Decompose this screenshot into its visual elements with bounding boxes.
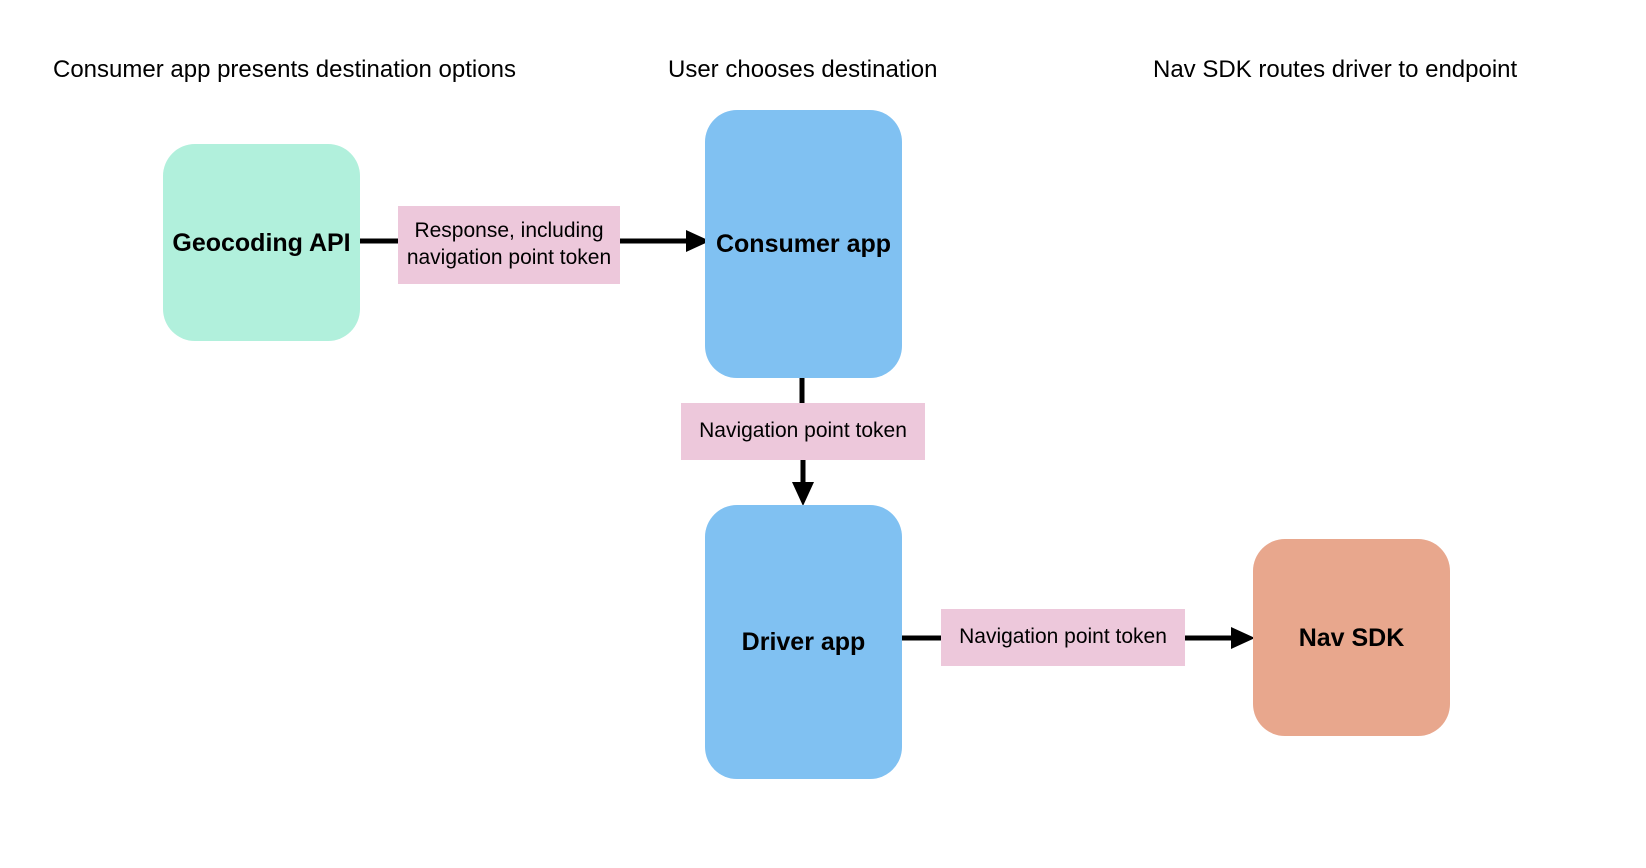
column-heading-2: User chooses destination bbox=[668, 56, 938, 83]
edge-label-response: Response, including navigation point tok… bbox=[398, 206, 620, 284]
node-geocoding-api-label: Geocoding API bbox=[172, 228, 351, 257]
connector-geocoding-to-label bbox=[360, 237, 400, 245]
edge-label-nav-token-horizontal-text: Navigation point token bbox=[959, 625, 1167, 649]
connector-driver-app-to-label bbox=[902, 634, 942, 642]
node-nav-sdk[interactable]: Nav SDK bbox=[1253, 539, 1450, 736]
connector-label-to-consumer-app bbox=[620, 228, 710, 254]
edge-label-nav-token-vertical: Navigation point token bbox=[681, 403, 925, 460]
node-driver-app[interactable]: Driver app bbox=[705, 505, 902, 779]
node-geocoding-api[interactable]: Geocoding API bbox=[163, 144, 360, 341]
node-consumer-app-label: Consumer app bbox=[715, 230, 892, 258]
column-heading-1: Consumer app presents destination option… bbox=[53, 56, 516, 83]
node-driver-app-label: Driver app bbox=[741, 628, 866, 656]
node-consumer-app[interactable]: Consumer app bbox=[705, 110, 902, 378]
edge-label-nav-token-vertical-text: Navigation point token bbox=[699, 419, 907, 443]
node-nav-sdk-label: Nav SDK bbox=[1298, 623, 1405, 652]
connector-label-to-driver-app bbox=[790, 460, 816, 506]
edge-label-response-text: Response, including navigation point tok… bbox=[406, 219, 612, 269]
column-heading-3: Nav SDK routes driver to endpoint bbox=[1153, 56, 1518, 83]
edge-label-nav-token-horizontal: Navigation point token bbox=[941, 609, 1185, 666]
connector-consumer-app-to-label bbox=[798, 378, 806, 404]
connector-label-to-nav-sdk bbox=[1185, 625, 1255, 651]
